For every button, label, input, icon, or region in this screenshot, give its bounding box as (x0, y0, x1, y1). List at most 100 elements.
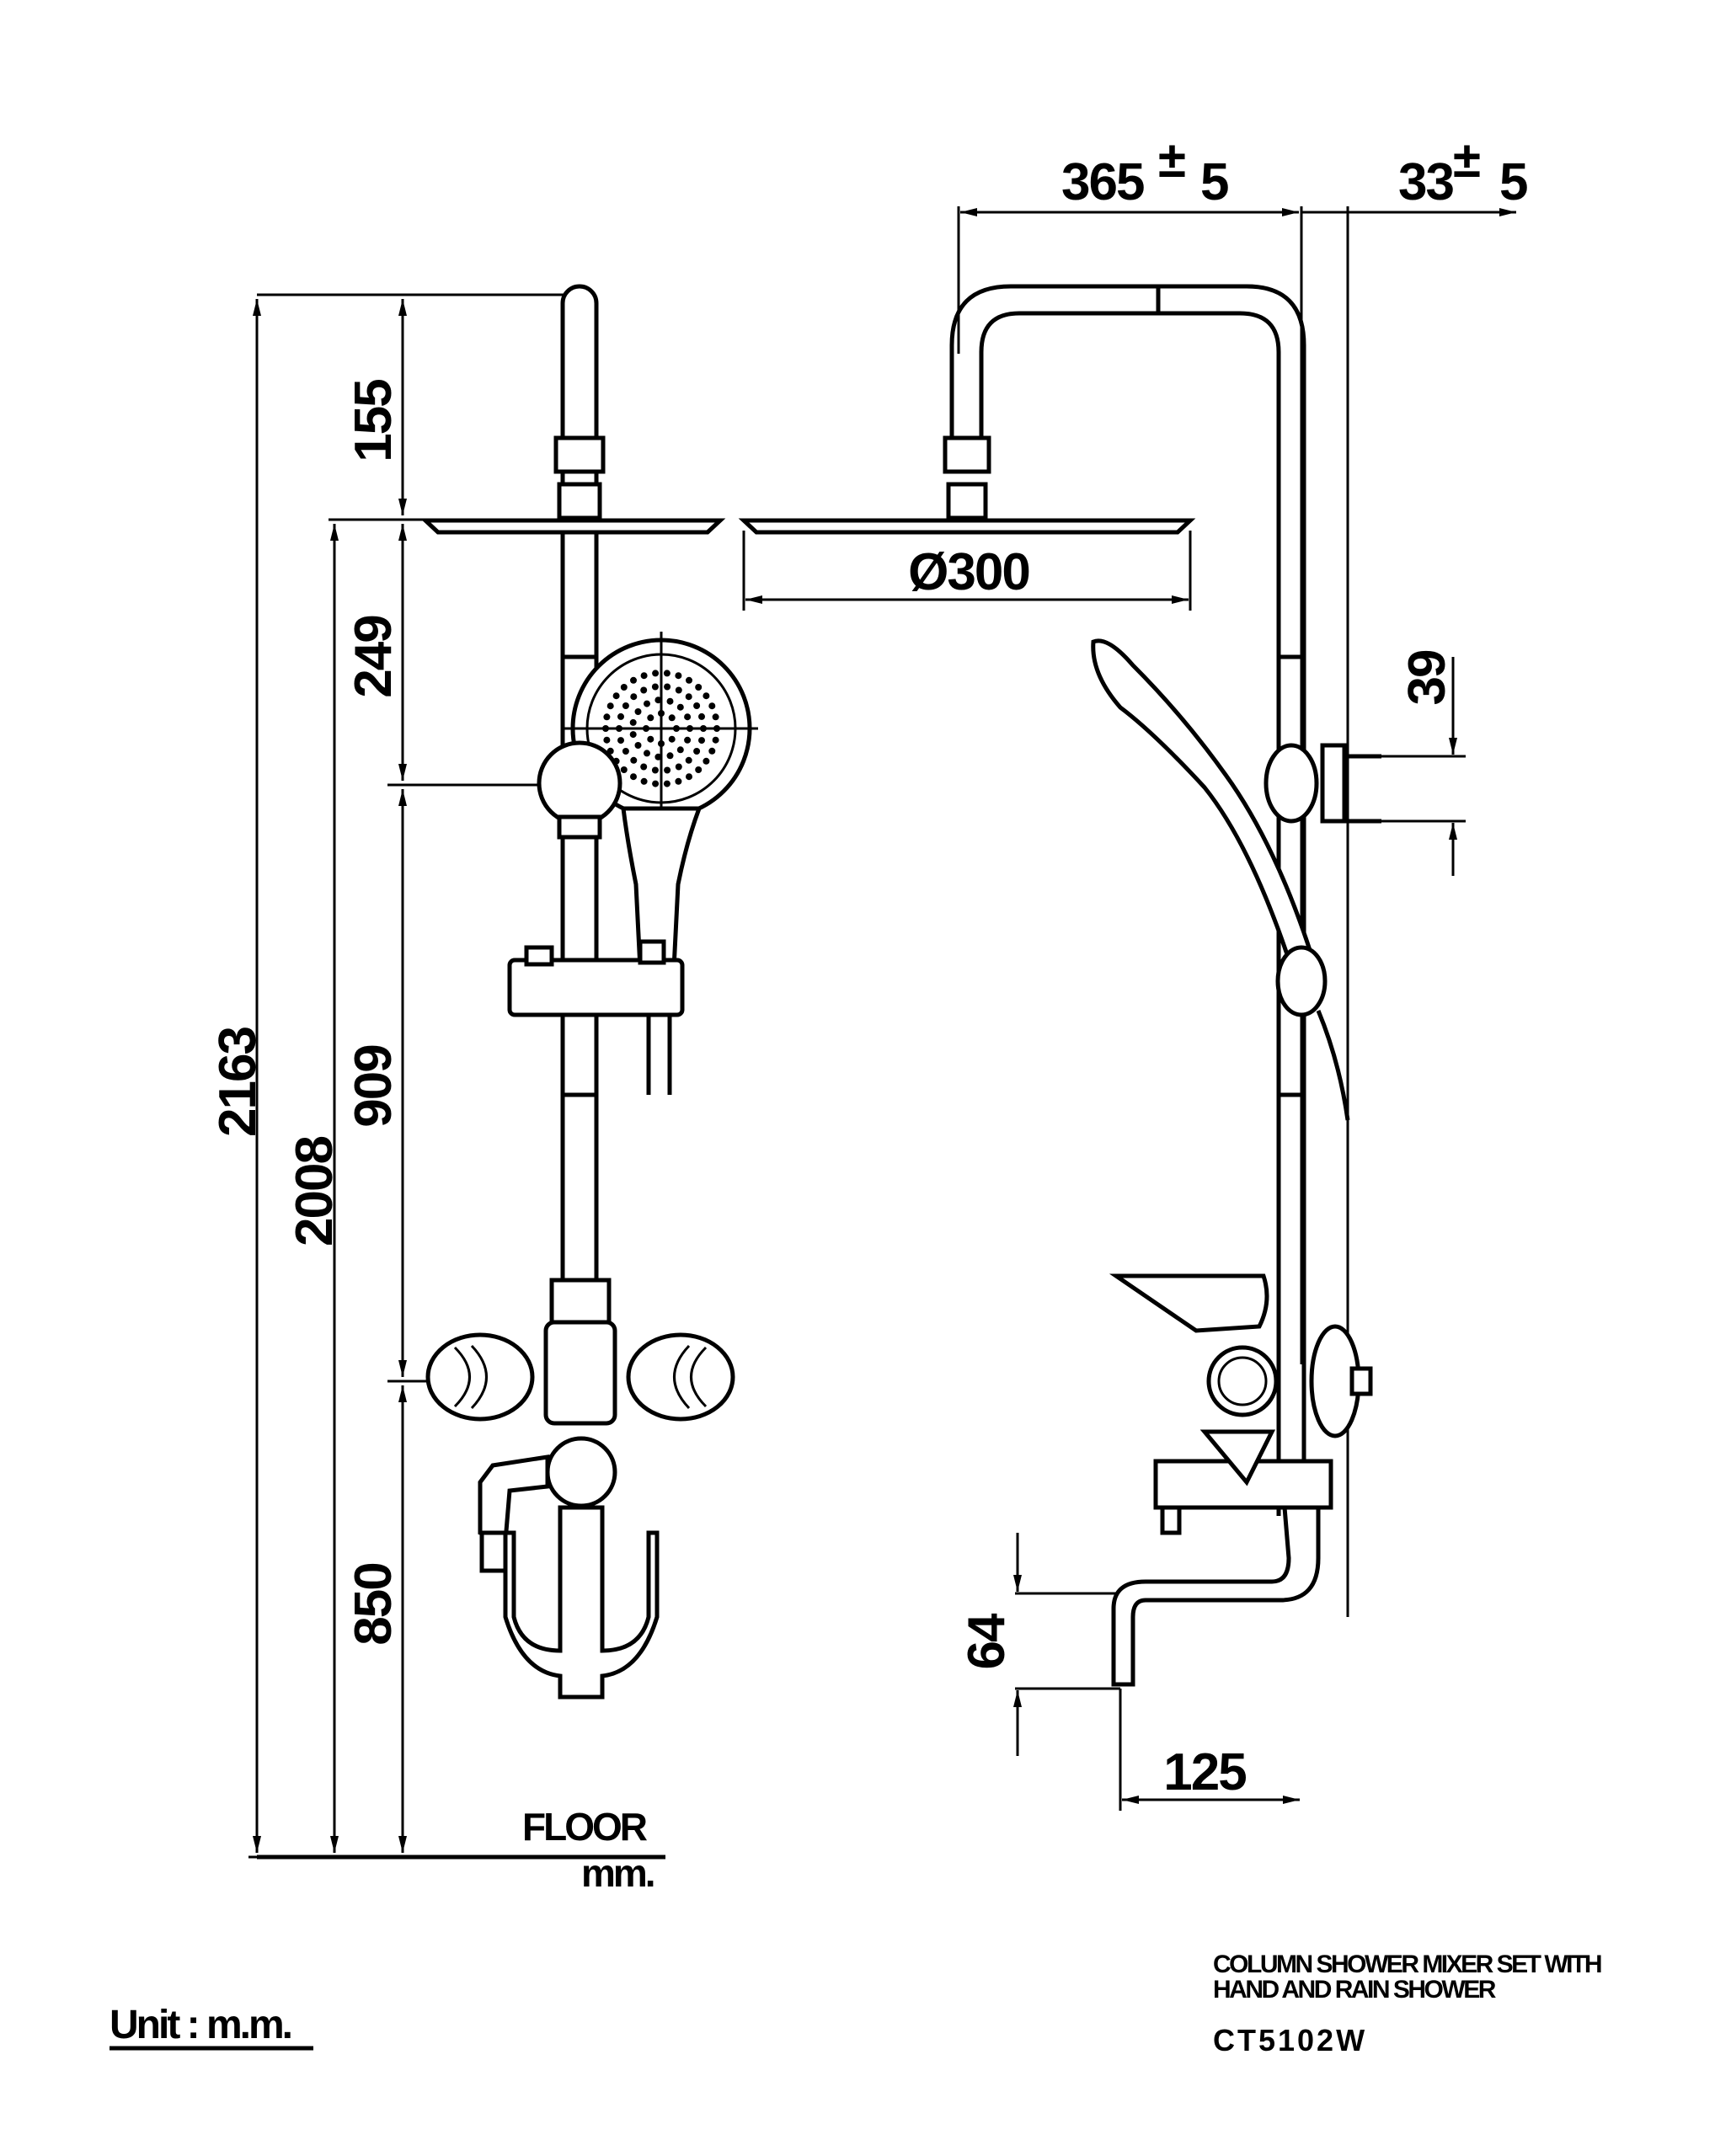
mixer-body (543, 1320, 617, 1426)
spray-nozzle-dot (629, 731, 637, 739)
mixer-body-side (1153, 1459, 1333, 1510)
spray-nozzle-dot (676, 746, 684, 754)
spray-nozzle-dot (603, 736, 611, 744)
dim-label-249: 249 (345, 616, 403, 698)
spray-nozzle-dot (616, 725, 622, 732)
spray-nozzle-dot (622, 748, 629, 755)
spray-nozzle-dot (630, 693, 638, 701)
unit-label: Unit : m.m. (110, 2003, 291, 2047)
spray-nozzle-dot (664, 683, 671, 691)
spray-nozzle-dot (654, 696, 662, 704)
mixer-top-cap (549, 1278, 612, 1325)
spray-nozzle-dot (673, 725, 680, 732)
spray-nozzle-dot (606, 702, 614, 710)
spray-nozzle-dot (685, 693, 692, 701)
spray-nozzle-dot (630, 676, 637, 684)
spray-nozzle-dot (652, 780, 660, 787)
spray-nozzle-dot (684, 713, 692, 721)
spray-nozzle-dot (663, 780, 670, 787)
spray-nozzle-dot (666, 697, 674, 705)
mixer-handle-left (425, 1332, 535, 1422)
dim-label-365: 365 (1061, 153, 1144, 211)
floor-label: FLOOR (522, 1805, 648, 1849)
spray-nozzle-dot (663, 670, 670, 677)
shower-arm (949, 284, 1306, 1516)
diverter-knob (545, 1436, 617, 1508)
spray-nozzle-dot (693, 702, 701, 709)
spray-nozzle-dot (686, 676, 692, 684)
spout-side (1111, 1505, 1321, 1687)
rain-head-side (738, 518, 1196, 535)
spray-nozzle-dot (640, 763, 648, 771)
model-code: CT5102W (1213, 2023, 1367, 2057)
spray-nozzle-dot (708, 747, 716, 755)
dim-label-909: 909 (345, 1045, 403, 1128)
spray-nozzle-dot (620, 766, 628, 773)
spray-nozzle-dot (685, 756, 692, 764)
spray-nozzle-dot (695, 684, 703, 691)
spray-nozzle-dot (602, 725, 609, 732)
spray-nozzle-dot (640, 672, 648, 680)
spray-nozzle-dot (686, 773, 692, 781)
spray-nozzle-dot (703, 757, 710, 765)
spray-nozzle-dot (713, 725, 720, 732)
spray-nozzle-dot (687, 725, 693, 732)
spray-nozzle-dot (634, 742, 642, 749)
mixer-lever-side (1109, 1273, 1269, 1333)
spray-nozzle-dot (698, 712, 705, 720)
dim-label-2008: 2008 (286, 1137, 344, 1246)
spray-nozzle-dot (684, 736, 692, 744)
spray-nozzle-dot (668, 714, 676, 722)
spray-nozzle-dot (617, 737, 624, 744)
wall-bracket-clamp (1264, 743, 1319, 824)
spray-nozzle-dot (668, 735, 676, 743)
spray-nozzle-dot (658, 740, 665, 747)
spray-nozzle-dot (698, 737, 705, 744)
spray-nozzle-dot (675, 777, 682, 785)
spray-nozzle-dot (664, 766, 671, 774)
spray-nozzle-dot (675, 686, 682, 694)
spray-nozzle-dot (675, 672, 682, 680)
spray-nozzle-dot (643, 725, 649, 732)
front-view-dimensions: 2163 2008 155 249 909 850 FLOOR mm. (209, 293, 720, 1895)
spray-nozzle-dot (644, 750, 650, 757)
spray-nozzle-dot (654, 753, 662, 760)
spray-nozzle-dot (693, 748, 701, 755)
mixer-handle-right (626, 1332, 735, 1422)
product-name-line2: HAND AND RAIN SHOWER (1213, 1976, 1497, 2004)
dim-label-850: 850 (345, 1563, 403, 1645)
spray-nozzle-dot (647, 735, 654, 743)
spray-nozzle-dot (676, 703, 684, 711)
spray-nozzle-dot (666, 752, 674, 760)
spray-nozzle-dot (622, 702, 629, 709)
side-view-dimensions: 365 ± 5 33 ± 5 Ø300 39 64 125 (742, 131, 1529, 1811)
spray-nozzle-dot (703, 692, 710, 700)
slide-holder (507, 958, 685, 1017)
spray-nozzle-dot (695, 766, 703, 773)
spray-nozzle-dot (651, 683, 659, 691)
diverter-elbow (478, 1454, 550, 1545)
spray-nozzle-dot (647, 714, 654, 722)
dim-label-155: 155 (345, 380, 403, 462)
spray-nozzle-dot (708, 702, 716, 710)
title-block: COLUMN SHOWER MIXER SET WITH HAND AND RA… (110, 1951, 1603, 2057)
dim-label-33: 33 (1398, 153, 1453, 211)
spray-nozzle-dot (640, 686, 648, 694)
spray-nozzle-dot (651, 766, 659, 774)
spray-nozzle-dot (712, 713, 719, 721)
product-name-line1: COLUMN SHOWER MIXER SET WITH (1213, 1951, 1601, 1978)
bracket-ring (537, 740, 622, 826)
dim-label-125: 125 (1163, 1743, 1246, 1801)
dim-label-64: 64 (958, 1613, 1016, 1669)
spray-nozzle-dot (617, 712, 624, 720)
plus-minus-365: ± (1158, 131, 1185, 188)
tolerance-365: 5 (1200, 153, 1228, 211)
tolerance-33: 5 (1499, 153, 1527, 211)
spray-nozzle-dot (640, 777, 648, 785)
dim-label-2163: 2163 (209, 1027, 267, 1137)
spray-nozzle-dot (675, 763, 682, 771)
plus-minus-33: ± (1453, 131, 1480, 188)
spray-nozzle-dot (712, 736, 719, 744)
front-view (419, 284, 758, 1700)
